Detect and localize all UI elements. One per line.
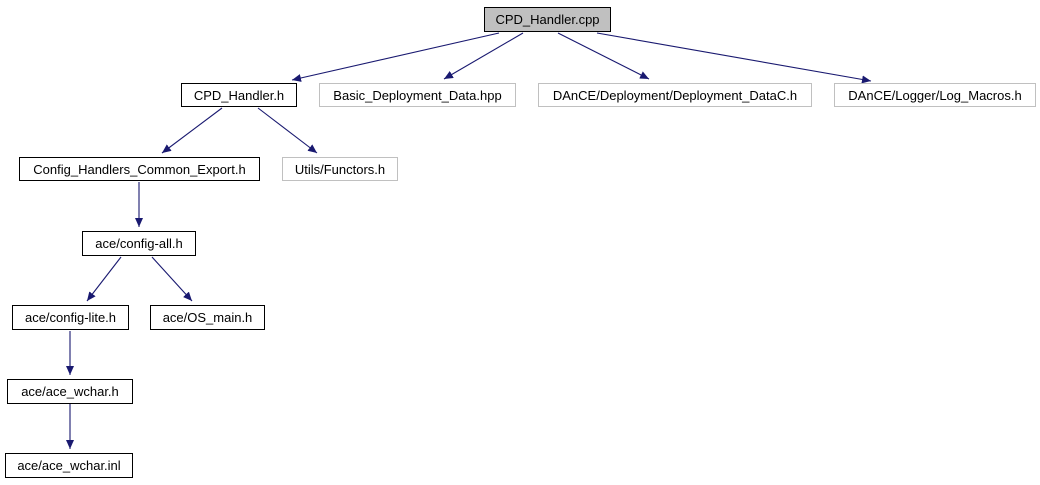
edge-ace-config-all-h-to-ace-os-main-h [151,256,193,302]
node-config-handlers-common-export-h[interactable]: Config_Handlers_Common_Export.h [19,157,260,181]
node-ace-config-all-h[interactable]: ace/config-all.h [82,231,196,256]
node-ace-ace-wchar-inl[interactable]: ace/ace_wchar.inl [5,453,133,478]
node-dance-logger-log-macros-h: DAnCE/Logger/Log_Macros.h [834,83,1036,107]
node-ace-os-main-h[interactable]: ace/OS_main.h [150,305,265,330]
node-dance-deployment-deployment-datac-h: DAnCE/Deployment/Deployment_DataC.h [538,83,812,107]
edge-ace-config-all-h-to-ace-config-lite-h [86,256,122,302]
node-utils-functors-h: Utils/Functors.h [282,157,398,181]
edge-cpd-handler-h-to-config-handlers-common-export-h [161,107,223,154]
edge-cpd-handler-h-to-utils-functors-h [257,107,318,154]
edge-cpd-handler-cpp-to-dance-deployment-datac-h [557,32,650,80]
node-ace-config-lite-h[interactable]: ace/config-lite.h [12,305,129,330]
edge-cpd-handler-cpp-to-cpd-handler-h [291,32,500,82]
node-ace-ace-wchar-h[interactable]: ace/ace_wchar.h [7,379,133,404]
node-cpd-handler-h[interactable]: CPD_Handler.h [181,83,297,107]
node-basic-deployment-data-hpp: Basic_Deployment_Data.hpp [319,83,516,107]
edge-cpd-handler-cpp-to-basic-deployment-data-hpp [443,32,524,80]
edge-cpd-handler-cpp-to-dance-logger-log-macros-h [596,32,872,84]
node-cpd-handler-cpp: CPD_Handler.cpp [484,7,611,32]
